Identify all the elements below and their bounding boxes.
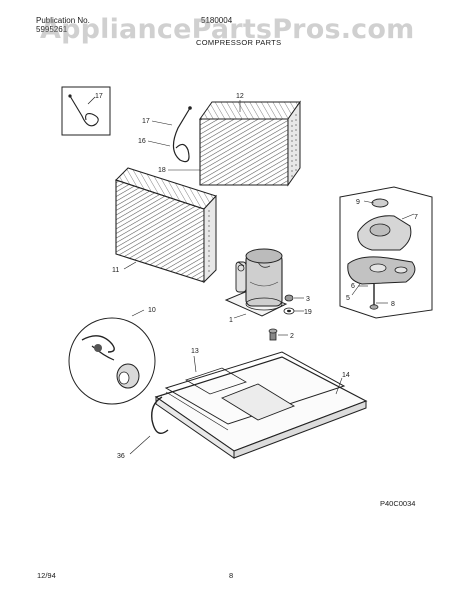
callout-16: 16 bbox=[138, 138, 146, 145]
page-number: 8 bbox=[229, 571, 234, 580]
footer-date: 12/94 bbox=[37, 571, 56, 580]
publication-number: 5995261 bbox=[36, 25, 68, 34]
callout-36: 36 bbox=[117, 453, 125, 460]
callout-6: 6 bbox=[351, 283, 355, 290]
callout-13: 13 bbox=[191, 348, 199, 355]
callout-5: 5 bbox=[346, 295, 350, 302]
callout-12: 12 bbox=[236, 93, 244, 100]
callout-11: 11 bbox=[112, 267, 119, 274]
section-title: COMPRESSOR PARTS bbox=[196, 38, 282, 47]
callout-10: 10 bbox=[148, 307, 156, 314]
callout-2: 2 bbox=[290, 333, 294, 340]
drain-tube bbox=[151, 396, 169, 434]
fan-motor-inset bbox=[339, 186, 433, 319]
compressor bbox=[224, 248, 288, 317]
evaporator-coil bbox=[199, 100, 301, 187]
callout-9: 9 bbox=[356, 199, 360, 206]
publication-label: Publication No. bbox=[36, 16, 90, 25]
callout-17-inset: 17 bbox=[95, 93, 103, 100]
callout-3: 3 bbox=[306, 296, 310, 303]
model-number: 5180004 bbox=[201, 16, 233, 25]
leader-lines bbox=[123, 100, 415, 455]
callout-17: 17 bbox=[142, 118, 150, 125]
callout-14: 14 bbox=[342, 372, 350, 379]
callout-18: 18 bbox=[158, 167, 166, 174]
callout-8: 8 bbox=[391, 301, 395, 308]
publication-block: Publication No. 5995261 bbox=[36, 16, 90, 34]
watermark-text: AppliancePartsPros.com bbox=[40, 14, 415, 45]
capillary-inset bbox=[61, 86, 111, 136]
callout-7: 7 bbox=[414, 214, 418, 221]
capillary-tube bbox=[172, 106, 192, 163]
condenser-coil bbox=[115, 167, 217, 284]
diagram-code: P40C0034 bbox=[380, 499, 416, 508]
callout-19: 19 bbox=[304, 309, 312, 316]
mounting-hardware bbox=[268, 294, 295, 341]
callout-1: 1 bbox=[229, 317, 233, 324]
base-pan bbox=[154, 351, 368, 459]
detail-circle bbox=[68, 317, 156, 405]
